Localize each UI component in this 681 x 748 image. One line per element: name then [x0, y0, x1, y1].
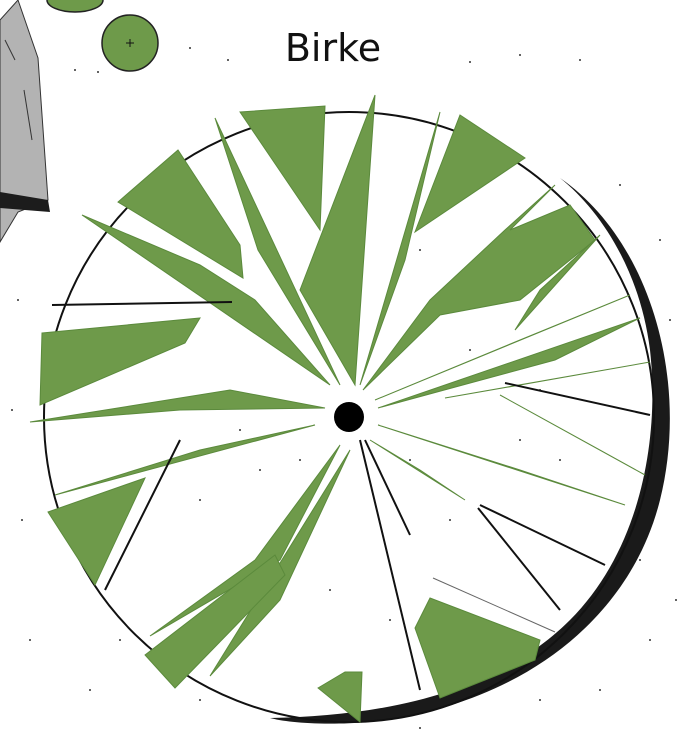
round-bush-icon — [46, 0, 159, 72]
canopy-outline — [43, 111, 655, 723]
tree-species-label: Birke — [284, 26, 382, 70]
hub-icon — [334, 402, 364, 432]
leaf-shapes — [29, 94, 651, 724]
rock-icon — [0, 0, 50, 243]
branch-lines — [51, 301, 651, 691]
thin-branch-line — [432, 577, 556, 633]
ground-dots — [11, 47, 677, 729]
